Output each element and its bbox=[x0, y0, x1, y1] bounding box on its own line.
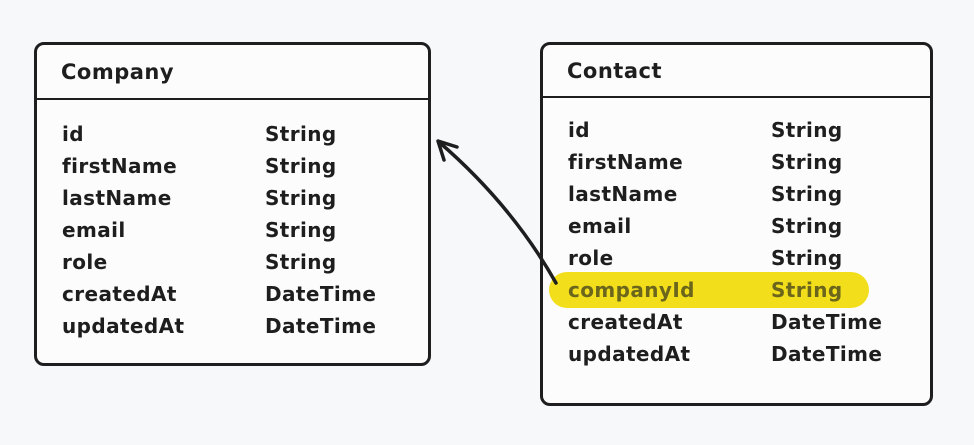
field-name: role bbox=[62, 250, 108, 274]
field-type: String bbox=[265, 154, 337, 178]
field-row: createdAt DateTime bbox=[37, 278, 428, 310]
field-type: String bbox=[771, 214, 843, 238]
field-type: String bbox=[771, 278, 843, 302]
field-name: createdAt bbox=[568, 310, 683, 334]
entity-contact-title: Contact bbox=[567, 58, 662, 83]
field-name: lastName bbox=[568, 182, 678, 206]
field-row: firstName String bbox=[37, 150, 428, 182]
field-name: updatedAt bbox=[568, 342, 691, 366]
field-row: createdAt DateTime bbox=[543, 306, 930, 338]
field-name: companyId bbox=[568, 278, 695, 302]
field-row: firstName String bbox=[543, 146, 930, 178]
field-name: firstName bbox=[568, 150, 684, 174]
field-type: DateTime bbox=[265, 314, 377, 338]
field-row: email String bbox=[543, 210, 930, 242]
field-row: updatedAt DateTime bbox=[37, 310, 428, 342]
field-name: role bbox=[568, 246, 614, 270]
entity-company-header: Company bbox=[37, 45, 428, 100]
field-type: String bbox=[265, 186, 337, 210]
entity-contact-header: Contact bbox=[543, 45, 930, 98]
field-type: DateTime bbox=[265, 282, 377, 306]
field-name: updatedAt bbox=[62, 314, 185, 338]
entity-contact-fields: id String firstName String lastName Stri… bbox=[543, 98, 930, 370]
field-name: id bbox=[568, 118, 590, 142]
entity-contact: Contact id String firstName String lastN… bbox=[540, 42, 933, 406]
field-row: lastName String bbox=[543, 178, 930, 210]
field-type: String bbox=[771, 182, 843, 206]
field-row: role String bbox=[37, 246, 428, 278]
entity-company: Company id String firstName String lastN… bbox=[34, 42, 431, 366]
field-row: lastName String bbox=[37, 182, 428, 214]
field-type: String bbox=[771, 150, 843, 174]
field-name: email bbox=[568, 214, 632, 238]
field-type: String bbox=[265, 218, 337, 242]
field-type: String bbox=[265, 250, 337, 274]
field-name: id bbox=[62, 122, 84, 146]
entity-company-fields: id String firstName String lastName Stri… bbox=[37, 100, 428, 342]
field-row: id String bbox=[37, 118, 428, 150]
field-name: email bbox=[62, 218, 126, 242]
field-row-companyid-highlighted: companyId String bbox=[543, 272, 930, 308]
field-row: id String bbox=[543, 114, 930, 146]
field-row: updatedAt DateTime bbox=[543, 338, 930, 370]
field-row: email String bbox=[37, 214, 428, 246]
field-name: firstName bbox=[62, 154, 178, 178]
field-type: String bbox=[771, 118, 843, 142]
highlight-marker bbox=[549, 272, 869, 308]
entity-company-title: Company bbox=[61, 59, 175, 84]
field-row: role String bbox=[543, 242, 930, 274]
field-type: DateTime bbox=[771, 342, 883, 366]
field-type: String bbox=[265, 122, 337, 146]
field-type: String bbox=[771, 246, 843, 270]
field-type: DateTime bbox=[771, 310, 883, 334]
field-name: createdAt bbox=[62, 282, 177, 306]
field-name: lastName bbox=[62, 186, 172, 210]
